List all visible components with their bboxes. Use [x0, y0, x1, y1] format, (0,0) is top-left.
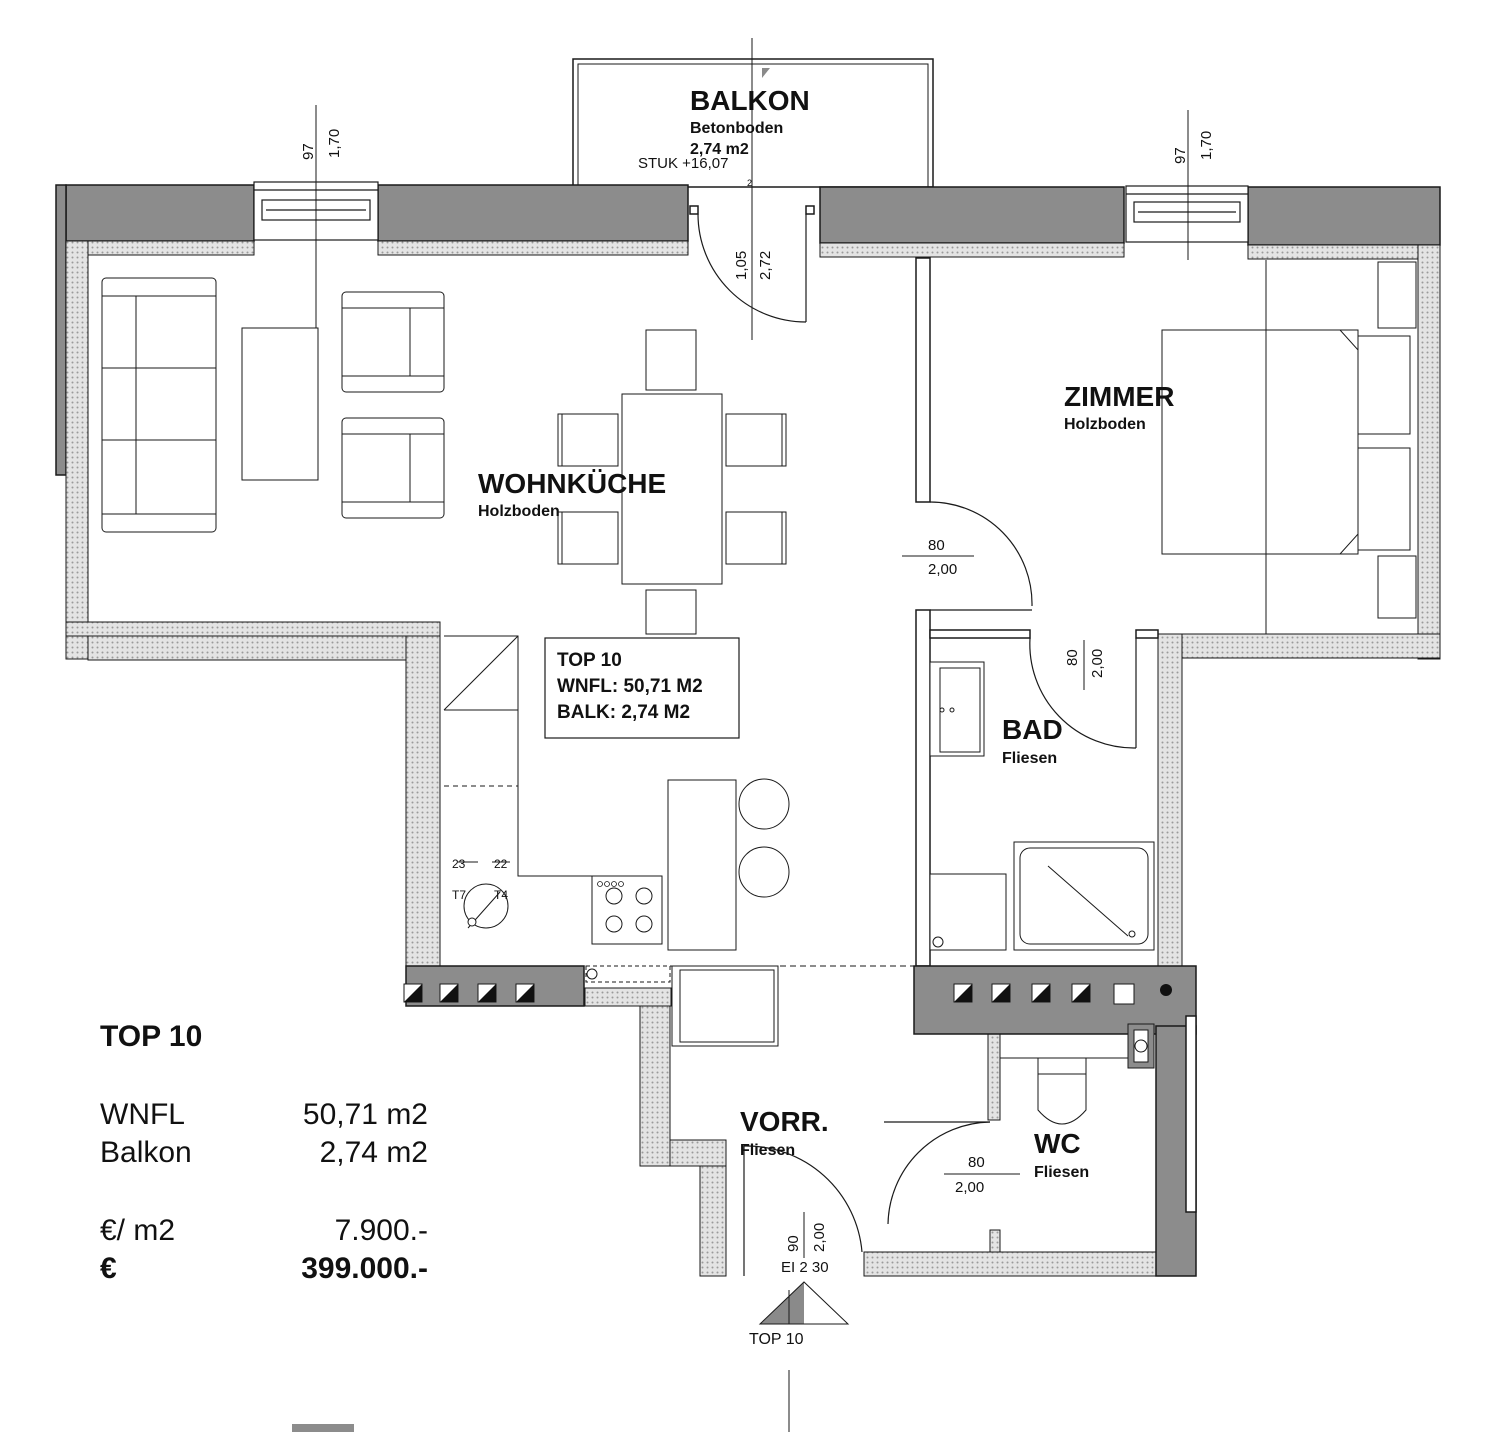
- dim-zimmer-door-a: 80: [928, 537, 945, 554]
- furniture: [101, 260, 1417, 1125]
- summary-label: Balkon: [100, 1136, 192, 1169]
- summary-value: 50,71 m2: [302, 1098, 428, 1131]
- bad-name: BAD: [1002, 714, 1063, 745]
- legend-swatch: [292, 1424, 354, 1432]
- level-note: STUK +16,07: [638, 155, 728, 172]
- dim-window-right-a: 97: [1172, 147, 1189, 164]
- dim-wc-door-b: 2,00: [955, 1179, 984, 1196]
- summary-title: TOP 10: [100, 1020, 203, 1053]
- heater-label-d: T4: [494, 888, 508, 902]
- dim-wc-door-a: 80: [968, 1154, 985, 1171]
- summary-label: €/ m2: [100, 1214, 176, 1247]
- wc-floor: Fliesen: [1034, 1164, 1089, 1181]
- wall-insulation: [65, 240, 1441, 1277]
- summary-value: 7.900.-: [334, 1214, 428, 1247]
- info-box-line2: WNFL: 50,71 M2: [557, 676, 703, 697]
- dim-entry-door-c: EI 2 30: [781, 1259, 829, 1276]
- info-box-line1: TOP 10: [557, 650, 622, 671]
- dim-balcony-door-b: 2,72: [757, 251, 774, 280]
- vorr-floor: Fliesen: [740, 1142, 795, 1159]
- interior-walls: [689, 205, 1159, 967]
- dim-entry-door-a: 90: [785, 1235, 802, 1252]
- summary-label: €: [100, 1252, 117, 1285]
- balkon-floor: Betonboden: [690, 120, 783, 137]
- dim-window-left-b: 1,70: [326, 129, 343, 158]
- balcony: [572, 58, 934, 188]
- dim-zimmer-door-b: 2,00: [928, 561, 957, 578]
- info-box: [544, 637, 740, 739]
- dim-window-left-a: 97: [300, 143, 317, 160]
- entrance-label: TOP 10: [749, 1331, 804, 1348]
- summary-label: WNFL: [100, 1098, 185, 1131]
- bad-floor: Fliesen: [1002, 750, 1057, 767]
- dim-window-right-b: 1,70: [1198, 131, 1215, 160]
- zimmer-name: ZIMMER: [1064, 381, 1174, 412]
- wohnkueche-floor: Holzboden: [478, 503, 560, 520]
- zimmer-floor: Holzboden: [1064, 416, 1146, 433]
- stair-mark: 2: [747, 178, 752, 188]
- summary-value: 2,74 m2: [319, 1136, 428, 1169]
- heater-label-b: 22: [494, 857, 508, 871]
- balkon-area: 2,74 m2: [690, 141, 749, 158]
- entrance-marker: [758, 1281, 850, 1325]
- dim-bad-door-b: 2,00: [1089, 649, 1106, 678]
- wohnkueche-name: WOHNKÜCHE: [478, 468, 666, 499]
- dim-entry-door-b: 2,00: [811, 1223, 828, 1252]
- heater-label-a: 23: [452, 857, 466, 871]
- balkon-name: BALKON: [690, 85, 810, 116]
- dim-balcony-door-a: 1,05: [733, 251, 750, 280]
- dim-bad-door-a: 80: [1064, 649, 1081, 666]
- heater-label-c: T7: [452, 888, 466, 902]
- info-box-line3: BALK: 2,74 M2: [557, 702, 690, 723]
- wc-name: WC: [1034, 1128, 1081, 1159]
- vorr-name: VORR.: [740, 1106, 829, 1137]
- summary-value: 399.000.-: [301, 1252, 428, 1285]
- doors: [697, 213, 1137, 1276]
- shaft-markers: [403, 983, 1172, 1005]
